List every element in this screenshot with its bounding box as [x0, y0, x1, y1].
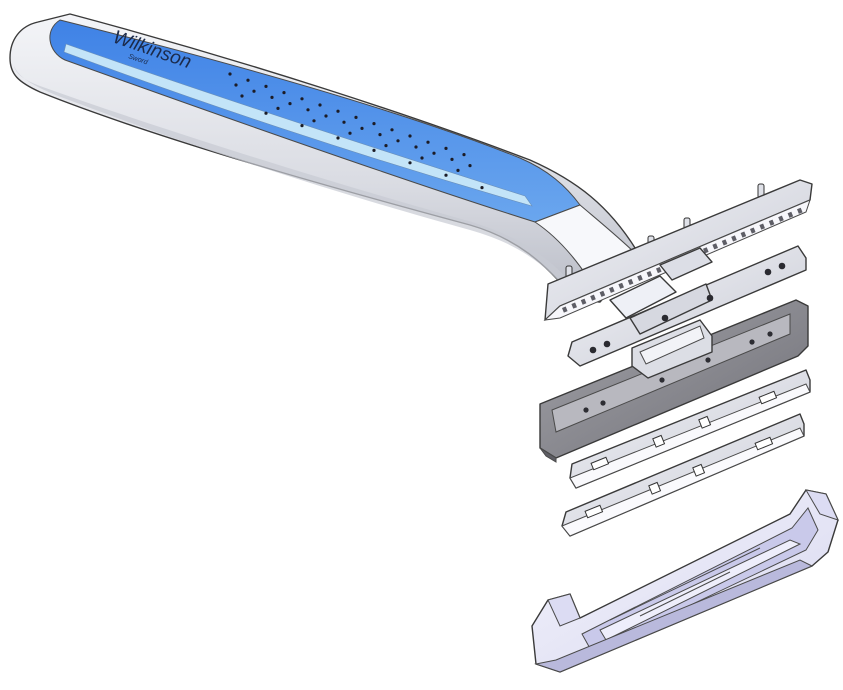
comb-tooth	[646, 270, 653, 278]
comb-tooth	[618, 282, 624, 289]
grip-dot	[282, 91, 286, 95]
grip-dot	[372, 148, 376, 152]
grip-dot	[306, 108, 310, 112]
comb-tooth	[702, 247, 709, 254]
grip-dot	[408, 134, 412, 138]
comb-tooth	[787, 211, 794, 218]
comb-tooth	[571, 302, 577, 309]
grip-dot	[234, 83, 238, 87]
grip-dot	[390, 128, 394, 132]
grip-dot	[312, 119, 316, 123]
grip-dot	[450, 157, 454, 161]
spacer-plate	[567, 245, 807, 367]
grip-dot	[354, 115, 358, 119]
grip-dot	[462, 153, 466, 157]
handle: Wilkinson Sword	[9, 13, 765, 303]
comb-tooth	[712, 243, 718, 250]
comb-tooth	[740, 231, 747, 238]
grip-dot	[414, 145, 418, 149]
comb-tooth	[759, 223, 765, 230]
comb-tooth	[721, 239, 728, 246]
grip-dot	[456, 168, 460, 172]
grip-dot	[252, 89, 256, 93]
grip-dot	[228, 72, 232, 76]
comb-tooth	[561, 306, 568, 313]
comb-tooth	[609, 286, 615, 293]
comb-tooth	[750, 227, 756, 234]
grip-dot	[336, 109, 340, 113]
cartridge-base	[531, 489, 839, 673]
blade-upper	[569, 369, 811, 489]
grip-dot	[276, 106, 280, 110]
grip-dot	[336, 136, 340, 140]
grip-dot	[288, 102, 292, 106]
grip-dot	[300, 124, 304, 128]
grip-dot	[342, 120, 346, 124]
comb-tooth	[656, 267, 662, 274]
grip-dot	[300, 97, 304, 101]
grip-dot	[444, 173, 448, 177]
comb-tooth	[599, 290, 606, 297]
grip-dot	[384, 144, 388, 148]
cartridge-frame	[539, 299, 809, 463]
grip-dot	[318, 103, 322, 107]
grip-dot	[396, 139, 400, 143]
comb-tooth	[580, 298, 587, 305]
grip-dot	[264, 111, 268, 115]
grip-dot	[426, 140, 430, 144]
grip-dot	[408, 161, 412, 165]
comb-tooth	[797, 207, 803, 214]
grip-dot	[432, 151, 436, 155]
comb-tooth	[778, 215, 784, 222]
grip-dot	[348, 131, 352, 135]
grip-dots	[228, 72, 484, 190]
comb-tooth	[627, 278, 634, 285]
grip-dot	[264, 84, 268, 88]
blade-lower	[561, 413, 805, 537]
comb-tooth	[731, 235, 737, 242]
comb-tooth	[768, 219, 775, 226]
comb-tooth	[590, 294, 596, 301]
grip-dot	[378, 133, 382, 137]
grip-dot	[444, 146, 448, 150]
grip-dot	[420, 156, 424, 160]
comb-tooth	[637, 274, 643, 282]
grip-dot	[468, 164, 472, 168]
grip-dot	[360, 126, 364, 130]
grip-dot	[240, 94, 244, 98]
grip-dot	[324, 114, 328, 118]
blade-guard-top	[543, 179, 813, 321]
grip-dot	[480, 186, 484, 190]
grip-dot	[246, 78, 250, 82]
grip-dot	[270, 95, 274, 99]
grip-dot	[372, 122, 376, 126]
